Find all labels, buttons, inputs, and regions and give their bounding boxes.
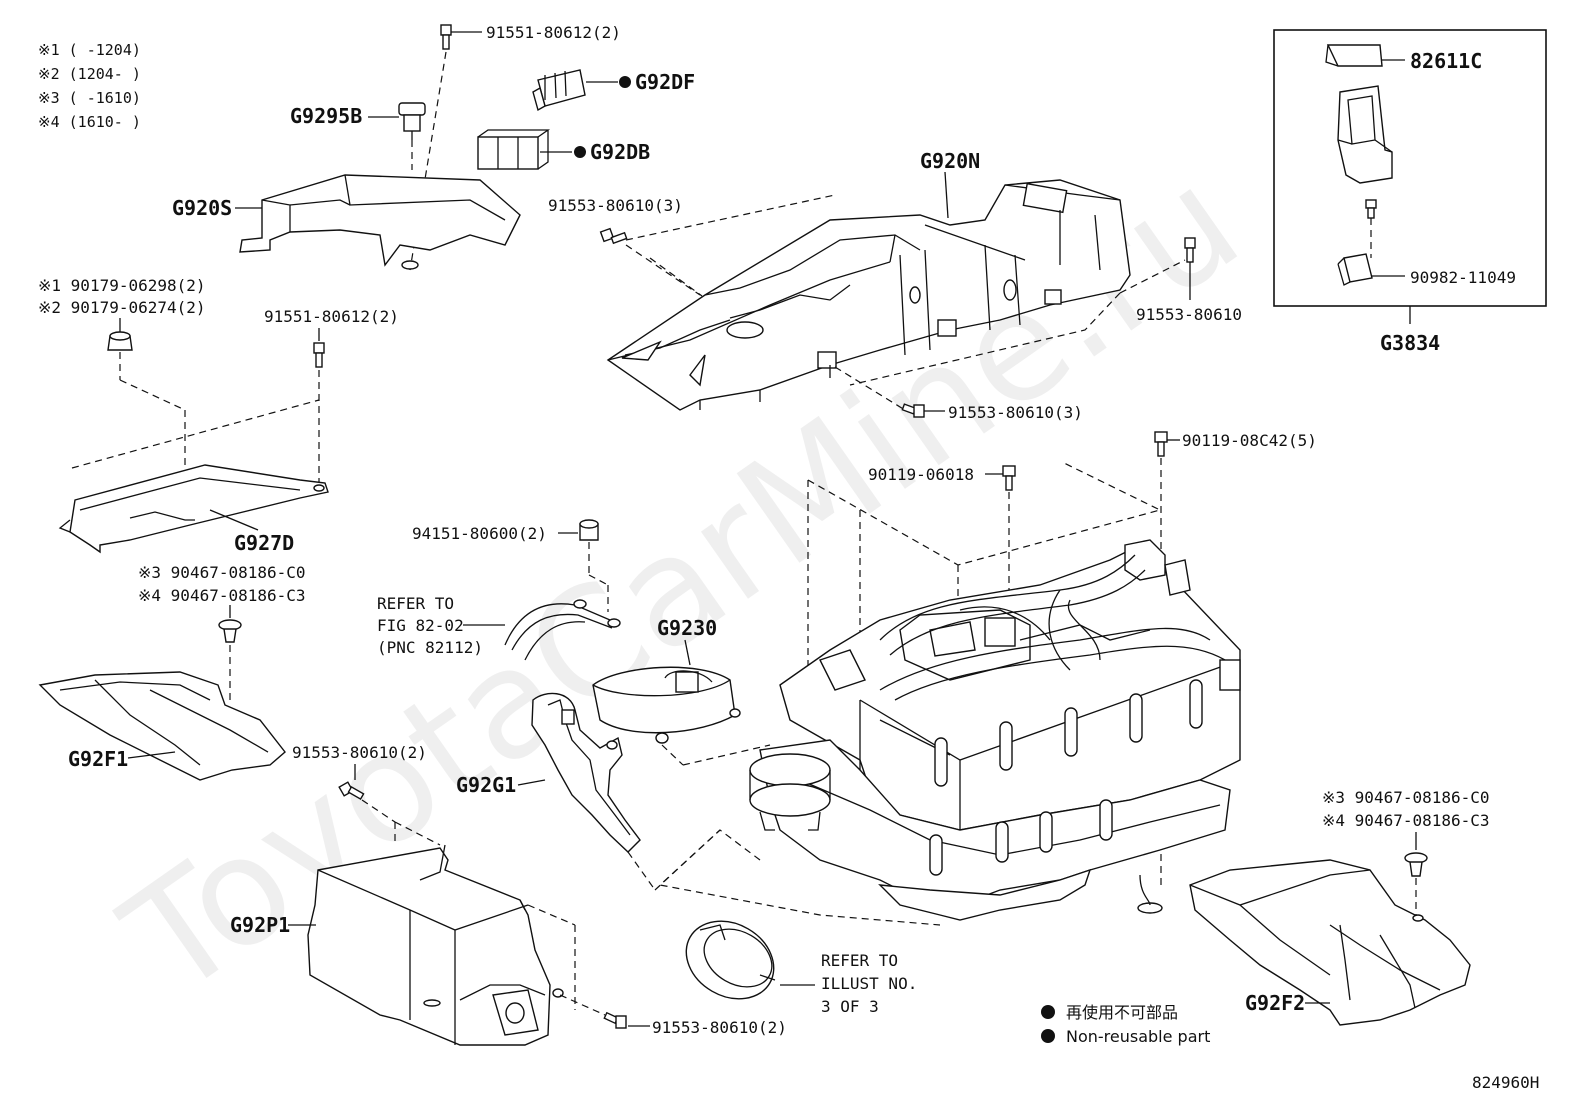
refer-label[interactable]: REFER TO	[377, 594, 454, 613]
part-label[interactable]: ※3 90467-08186-C0	[1322, 788, 1490, 807]
part-label[interactable]: ※4 90467-08186-C3	[1322, 811, 1490, 830]
refer-label[interactable]: FIG 82-02	[377, 616, 464, 635]
part-label[interactable]: 91553-80610	[1136, 305, 1242, 324]
clip-icon	[398, 102, 426, 140]
part-label[interactable]: G92DF	[635, 70, 695, 94]
figure-id: 824960H	[1472, 1073, 1539, 1092]
refer-label[interactable]: ILLUST NO.	[821, 974, 917, 993]
notes-block: ※1 ( -1204) ※2 (1204- ) ※3 ( -1610) ※4 (…	[38, 41, 141, 131]
part-label[interactable]: 91551-80612(2)	[264, 307, 399, 326]
note-line: ※3 ( -1610)	[38, 89, 141, 107]
bolt-icon	[1184, 237, 1196, 263]
part-g92db-group: G92DB	[477, 129, 650, 170]
part-g9230-group: G9230	[592, 616, 771, 766]
part-g920s-group: 91551-80612(2) G9295B G920S	[172, 23, 621, 271]
part-label[interactable]: G9295B	[290, 104, 362, 128]
part-label[interactable]: 90982-11049	[1410, 268, 1516, 287]
ring-part-group: REFER TO ILLUST NO. 3 OF 3	[685, 920, 917, 1016]
bolt-icon	[901, 403, 925, 418]
refer-label[interactable]: 3 OF 3	[821, 997, 879, 1016]
part-label[interactable]: 91553-80610(2)	[292, 743, 427, 762]
clip-icon	[218, 619, 242, 643]
bolt-icon	[313, 342, 325, 368]
bolt-icon	[1154, 431, 1168, 457]
part-label[interactable]: G3834	[1380, 331, 1440, 355]
part-g92p1-group: 91553-80610(2) G92P1 91553-80610(2)	[230, 743, 787, 1046]
non-reusable-marker-icon	[1041, 1005, 1055, 1019]
part-label[interactable]: G920S	[172, 196, 232, 220]
part-label[interactable]: G920N	[920, 149, 980, 173]
nut-icon	[579, 519, 599, 541]
battery-assembly: 90119-08C42(5) 90119-06018	[658, 431, 1317, 926]
non-reusable-marker-icon	[619, 76, 631, 88]
legend-en: Non-reusable part	[1066, 1027, 1210, 1046]
refer-label[interactable]: (PNC 82112)	[377, 638, 483, 657]
part-label[interactable]: 94151-80600(2)	[412, 524, 547, 543]
part-label[interactable]: G92F2	[1245, 991, 1305, 1015]
part-g92df-group: G92DF	[532, 69, 695, 112]
legend: 再使用不可部品 Non-reusable part	[1041, 1003, 1210, 1046]
bolt-icon	[599, 227, 628, 245]
part-label[interactable]: G92P1	[230, 913, 290, 937]
bolt-icon	[1365, 199, 1377, 219]
harness-group: 94151-80600(2) REFER TO FIG 82-02 (PNC 8…	[377, 519, 621, 661]
part-label[interactable]: 91553-80610(3)	[948, 403, 1083, 422]
part-label[interactable]: 90119-08C42(5)	[1182, 431, 1317, 450]
note-line: ※2 (1204- )	[38, 65, 141, 83]
part-label[interactable]: ※1 90179-06298(2)	[38, 276, 206, 295]
part-g92f2-group: ※3 90467-08186-C0 ※4 90467-08186-C3 G92F…	[1189, 788, 1490, 1026]
legend-jp: 再使用不可部品	[1066, 1003, 1178, 1022]
part-label[interactable]: 91551-80612(2)	[486, 23, 621, 42]
part-g927d-group: ※1 90179-06298(2) ※2 90179-06274(2) 9155…	[38, 276, 399, 555]
note-line: ※1 ( -1204)	[38, 41, 141, 59]
part-label[interactable]: G92DB	[590, 140, 650, 164]
part-label[interactable]: 91553-80610(3)	[548, 196, 683, 215]
part-g92f1-group: ※3 90467-08186-C0 ※4 90467-08186-C3 G92F…	[38, 563, 306, 781]
part-label[interactable]: 91553-80610(2)	[652, 1018, 787, 1037]
non-reusable-marker-icon	[1041, 1029, 1055, 1043]
part-g920n-group: G920N 91553-80610(3)	[548, 149, 1242, 422]
bolt-icon	[1002, 465, 1016, 491]
part-label[interactable]: ※4 90467-08186-C3	[138, 586, 306, 605]
part-label[interactable]: 82611C	[1410, 49, 1482, 73]
part-g92g1-group: G92G1	[456, 692, 721, 891]
part-label[interactable]: 90119-06018	[868, 465, 974, 484]
part-label[interactable]: ※2 90179-06274(2)	[38, 298, 206, 317]
part-label[interactable]: G927D	[234, 531, 294, 555]
part-label[interactable]: ※3 90467-08186-C0	[138, 563, 306, 582]
bolt-icon	[338, 781, 365, 801]
note-line: ※4 (1610- )	[38, 113, 141, 131]
part-label[interactable]: G9230	[657, 616, 717, 640]
clip-icon	[1404, 852, 1428, 877]
nut-icon	[107, 331, 133, 351]
non-reusable-marker-icon	[574, 146, 586, 158]
part-g3834-inset: 82611C 90982-11049 G3834	[1273, 29, 1547, 355]
bolt-icon	[440, 24, 452, 50]
part-label[interactable]: G92G1	[456, 773, 516, 797]
refer-label[interactable]: REFER TO	[821, 951, 898, 970]
bolt-icon	[603, 1011, 627, 1029]
part-label[interactable]: G92F1	[68, 747, 128, 771]
